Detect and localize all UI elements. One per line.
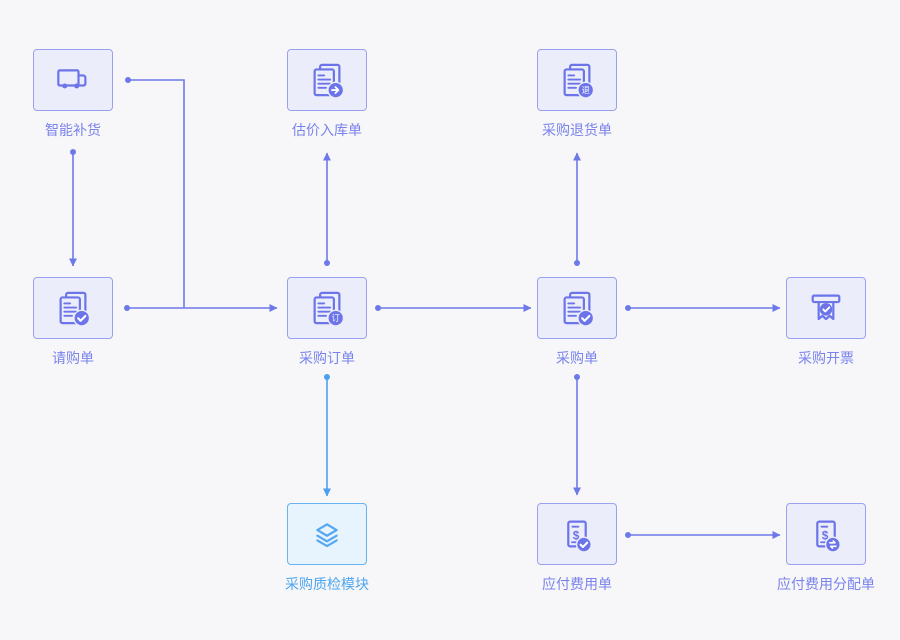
node-card[interactable]: $: [537, 503, 617, 565]
bill-check-icon: $: [567, 520, 592, 553]
node-purchase-doc[interactable]: 采购单: [537, 277, 617, 366]
document-check-icon: [563, 291, 595, 327]
node-smart-replenishment[interactable]: 智能补货: [33, 49, 113, 138]
node-card[interactable]: $: [786, 503, 866, 565]
node-purchase-order[interactable]: 订 采购订单: [287, 277, 367, 366]
node-quality-inspection-module[interactable]: 采购质检模块: [285, 503, 369, 592]
node-label: 采购订单: [299, 350, 355, 366]
node-purchase-return-order[interactable]: 退 采购退货单: [537, 49, 617, 138]
edge-start-dot: [375, 305, 381, 311]
node-label: 应付费用分配单: [777, 576, 875, 592]
edge-start-dot: [625, 532, 631, 538]
layers-icon: [316, 523, 338, 548]
document-order-icon: 订: [313, 291, 345, 327]
node-label: 采购退货单: [542, 122, 612, 138]
node-label: 请购单: [52, 350, 94, 366]
edge-start-dot: [70, 149, 76, 155]
edge-start-dot: [625, 305, 631, 311]
bill-transfer-icon: $: [816, 520, 841, 553]
node-card[interactable]: [33, 277, 113, 339]
node-card[interactable]: 订: [287, 277, 367, 339]
node-payable-expense-bill[interactable]: $ 应付费用单: [537, 503, 617, 592]
node-estimate-inbound-order[interactable]: 估价入库单: [287, 49, 367, 138]
dollar-glyph: $: [822, 529, 829, 543]
node-card[interactable]: [786, 277, 866, 339]
edge-start-dot: [124, 305, 130, 311]
node-label: 采购质检模块: [285, 576, 369, 592]
dollar-glyph: $: [573, 529, 580, 543]
node-label: 智能补货: [45, 122, 101, 138]
document-arrow-icon: [313, 63, 345, 99]
invoice-check-icon: [811, 294, 841, 321]
node-card[interactable]: [33, 49, 113, 111]
node-purchase-requisition[interactable]: 请购单: [33, 277, 113, 366]
document-check-icon: [59, 291, 91, 327]
edge-smart-replenish-to-purchase-order: [128, 79, 185, 308]
node-label: 估价入库单: [292, 122, 362, 138]
edge-start-dot: [324, 260, 330, 266]
node-label: 采购开票: [798, 350, 854, 366]
badge-text: 退: [582, 86, 590, 95]
truck-icon: [57, 69, 87, 89]
node-card[interactable]: [537, 277, 617, 339]
edge-start-dot: [574, 374, 580, 380]
node-card[interactable]: [287, 503, 367, 565]
badge-text: 订: [332, 313, 340, 323]
node-payable-expense-allocation-bill[interactable]: $ 应付费用分配单: [777, 503, 875, 592]
document-return-icon: 退: [563, 63, 595, 99]
node-label: 应付费用单: [542, 576, 612, 592]
edge-start-dot: [324, 374, 330, 380]
edge-start-dot: [125, 77, 131, 83]
node-label: 采购单: [556, 350, 598, 366]
node-card[interactable]: [287, 49, 367, 111]
node-card[interactable]: 退: [537, 49, 617, 111]
edge-start-dot: [574, 260, 580, 266]
node-purchase-invoicing[interactable]: 采购开票: [786, 277, 866, 366]
